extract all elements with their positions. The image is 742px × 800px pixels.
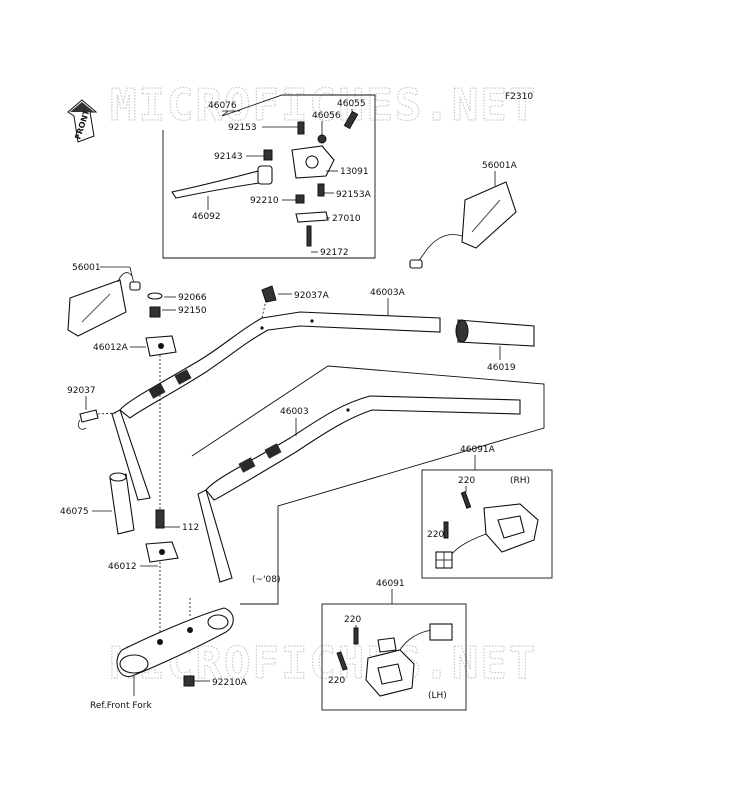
- handlebar-lower: 46003 (~'08): [191, 365, 545, 605]
- label-46003: 46003: [280, 407, 309, 417]
- label-92153a: 92153A: [336, 190, 372, 200]
- bolt-92172: [306, 225, 312, 247]
- label-46056: 46056: [312, 111, 341, 121]
- mirror-right: 56001A: [409, 161, 518, 269]
- screw-92153a: [317, 183, 325, 197]
- grip-right: 46019: [455, 319, 535, 373]
- watermark-top: MICROFICHES.NET: [110, 80, 537, 131]
- label-92037: 92037: [67, 386, 96, 396]
- diagram-code: F2310: [505, 92, 533, 102]
- bushing-92143: [263, 149, 273, 161]
- label-46075: 46075: [60, 507, 89, 517]
- switch-lh-group: 46091 (LH) 220 220: [321, 579, 467, 711]
- handlebar-upper: 46003A: [111, 288, 441, 501]
- clamp-27010: [295, 211, 329, 223]
- lever-assembly-group: 46076 92153 46056 46055 92143 13091 9215…: [162, 94, 376, 259]
- mirror-left: 56001: [67, 263, 141, 337]
- label-220-rh-top: 220: [458, 476, 475, 486]
- front-arrow-icon: FRONT: [67, 99, 98, 143]
- grip-left: 46075: [60, 472, 135, 535]
- clutch-lever: [171, 169, 269, 199]
- label-46076: 46076: [208, 101, 237, 111]
- adjuster-46055: [343, 110, 359, 130]
- upper-clamp-stack: 92066 92150 46012A: [93, 292, 207, 518]
- label-92037a: 92037A: [294, 291, 330, 301]
- label-92210: 92210: [250, 196, 279, 206]
- label-56001a: 56001A: [482, 161, 518, 171]
- label-46091: 46091: [376, 579, 405, 589]
- nut-46056: [317, 134, 327, 144]
- label-92172: 92172: [320, 248, 349, 258]
- label-46019: 46019: [487, 363, 516, 373]
- label-92153: 92153: [228, 123, 257, 133]
- label-46012: 46012: [108, 562, 137, 572]
- label-46092: 46092: [192, 212, 221, 222]
- lever-pivot: [257, 165, 273, 185]
- switch-rh-tag: (RH): [510, 476, 530, 486]
- bolt-92153: [297, 121, 305, 135]
- label-92150: 92150: [178, 306, 207, 316]
- label-27010: 27010: [332, 214, 361, 224]
- clip-92037a: 92037A: [261, 285, 330, 319]
- switch-lh-tag: (LH): [428, 691, 447, 701]
- nut-92210: [295, 194, 305, 204]
- label-92066: 92066: [178, 293, 207, 303]
- label-220-lh-side: 220: [328, 676, 345, 686]
- lower-clamp: 112 46012: [108, 509, 199, 640]
- switch-rh-group: 46091A (RH) 220 220: [421, 445, 553, 579]
- label-46091a: 46091A: [460, 445, 496, 455]
- label-56001: 56001: [72, 263, 101, 273]
- label-220-lh-top: 220: [344, 615, 361, 625]
- label-92143: 92143: [214, 152, 243, 162]
- label-46012a: 46012A: [93, 343, 129, 353]
- label-46055: 46055: [337, 99, 366, 109]
- label-13091: 13091: [340, 167, 369, 177]
- fork-bracket: 92210A Ref.Front Fork: [90, 607, 248, 711]
- year-note: (~'08): [252, 575, 281, 585]
- reference-label: Ref.Front Fork: [90, 701, 152, 711]
- label-46003a: 46003A: [370, 288, 406, 298]
- holder-bore: [305, 155, 319, 169]
- label-112: 112: [182, 523, 199, 533]
- clip-92037: 92037: [67, 386, 117, 430]
- label-92210a: 92210A: [212, 678, 248, 688]
- label-220-rh-side: 220: [427, 530, 444, 540]
